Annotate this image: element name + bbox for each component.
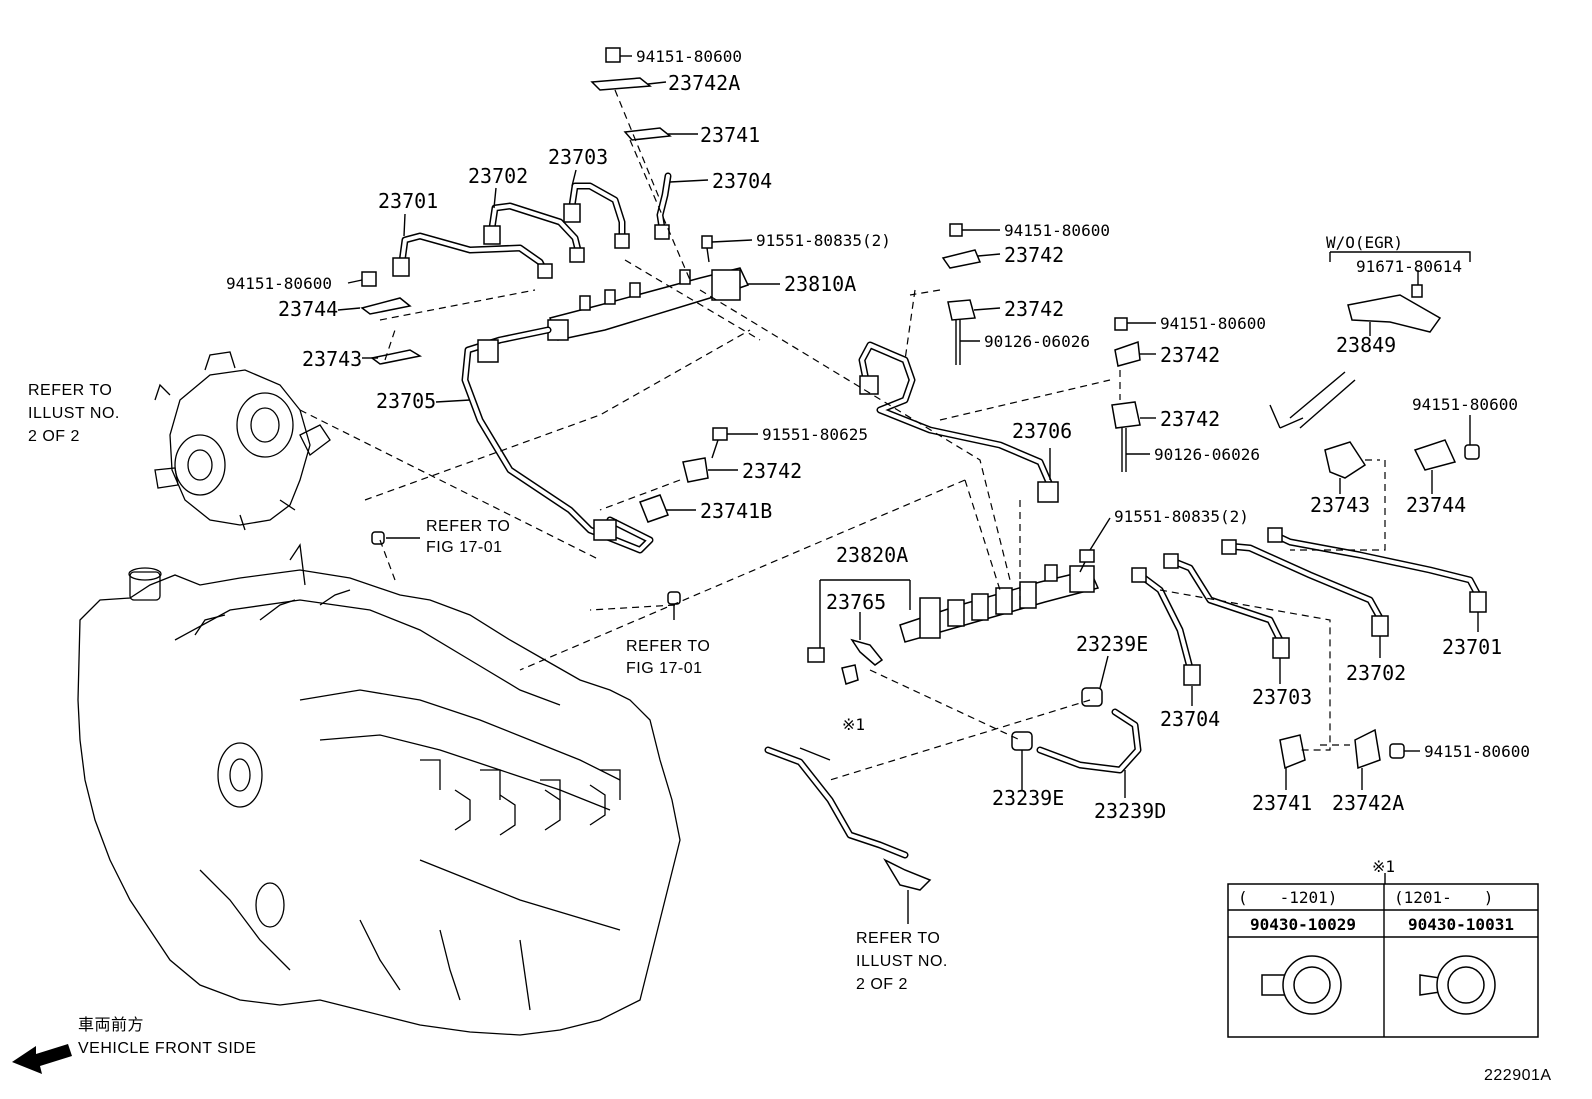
label-91671-80614[interactable]: 91671-80614 bbox=[1356, 257, 1462, 276]
label-23744-left[interactable]: 23744 bbox=[278, 297, 338, 321]
label-23810a[interactable]: 23810A bbox=[784, 272, 856, 296]
note-refer-illust-bottom-line2: ILLUST NO. bbox=[856, 953, 948, 970]
label-23702-right[interactable]: 23702 bbox=[1346, 661, 1406, 685]
part-number-labels: 94151-80600 23742A 23741 23703 23704 237… bbox=[226, 47, 1530, 823]
label-90126-06026-b[interactable]: 90126-06026 bbox=[1154, 445, 1260, 464]
label-23742-c1[interactable]: 23742 bbox=[1004, 243, 1064, 267]
note-refer-fig-a-line1: REFER TO bbox=[426, 518, 510, 535]
label-23701-left[interactable]: 23701 bbox=[378, 189, 438, 213]
label-23742-c3[interactable]: 23742 bbox=[1160, 343, 1220, 367]
label-23849[interactable]: 23849 bbox=[1336, 333, 1396, 357]
label-23742a-right[interactable]: 23742A bbox=[1332, 791, 1404, 815]
label-23742a-top[interactable]: 23742A bbox=[668, 71, 740, 95]
label-94151-80600-bottom-right[interactable]: 94151-80600 bbox=[1424, 742, 1530, 761]
left-injection-pipes bbox=[360, 47, 750, 605]
label-91551-80835-right[interactable]: 91551-80835(2) bbox=[1114, 507, 1249, 526]
solid-leader-lines bbox=[337, 55, 1479, 924]
dashed-leader-lines bbox=[299, 89, 1386, 781]
label-23703-right[interactable]: 23703 bbox=[1252, 685, 1312, 709]
note-refer-illust-left-line3: 2 OF 2 bbox=[28, 428, 80, 445]
note-vehicle-front-en: VEHICLE FRONT SIDE bbox=[78, 1040, 257, 1057]
label-23239d[interactable]: 23239D bbox=[1094, 799, 1166, 823]
note-refer-fig-a-line2: FIG 17-01 bbox=[426, 539, 503, 556]
label-23239e-bottom[interactable]: 23239E bbox=[992, 786, 1064, 810]
label-23706[interactable]: 23706 bbox=[1012, 419, 1072, 443]
figure-id: 222901A bbox=[1484, 1067, 1552, 1084]
label-90126-06026-a[interactable]: 90126-06026 bbox=[984, 332, 1090, 351]
vehicle-front-arrow-icon bbox=[12, 1044, 72, 1074]
note-refer-fig-b-line2: FIG 17-01 bbox=[626, 660, 703, 677]
label-23705[interactable]: 23705 bbox=[376, 389, 436, 413]
label-23820a[interactable]: 23820A bbox=[836, 543, 908, 567]
label-23743-right[interactable]: 23743 bbox=[1310, 493, 1370, 517]
note-refer-illust-left-line1: REFER TO bbox=[28, 382, 112, 399]
label-94151-80600-top[interactable]: 94151-80600 bbox=[636, 47, 742, 66]
label-91551-80625[interactable]: 91551-80625 bbox=[762, 425, 868, 444]
note-refer-illust-bottom-line1: REFER TO bbox=[856, 930, 940, 947]
label-23742-mid[interactable]: 23742 bbox=[742, 459, 802, 483]
label-23742-c2[interactable]: 23742 bbox=[1004, 297, 1064, 321]
label-94151-80600-left[interactable]: 94151-80600 bbox=[226, 274, 332, 293]
table-mark: ※1 bbox=[1372, 857, 1395, 876]
label-23744-right[interactable]: 23744 bbox=[1406, 493, 1466, 517]
label-23239e-top[interactable]: 23239E bbox=[1076, 632, 1148, 656]
label-23702-left[interactable]: 23702 bbox=[468, 164, 528, 188]
table-part-1[interactable]: 90430-10031 bbox=[1408, 915, 1514, 934]
label-23741-right[interactable]: 23741 bbox=[1252, 791, 1312, 815]
label-23743-left[interactable]: 23743 bbox=[302, 347, 362, 371]
note-refer-illust-bottom-line3: 2 OF 2 bbox=[856, 976, 908, 993]
variant-table: ※1 ( -1201) (1201- ) 90430-10029 90430-1… bbox=[1227, 857, 1539, 1038]
label-94151-80600-center[interactable]: 94151-80600 bbox=[1004, 221, 1110, 240]
label-23704-left[interactable]: 23704 bbox=[712, 169, 772, 193]
label-23765[interactable]: 23765 bbox=[826, 590, 886, 614]
table-part-0[interactable]: 90430-10029 bbox=[1250, 915, 1356, 934]
label-note-mark-1: ※1 bbox=[842, 715, 865, 734]
engine-block-illustration bbox=[77, 543, 681, 1036]
vehicle-bottom-pipe bbox=[764, 746, 932, 891]
washer-variant-b-icon bbox=[1419, 955, 1496, 1015]
label-23703-left[interactable]: 23703 bbox=[548, 145, 608, 169]
right-bank-rail bbox=[807, 223, 1142, 774]
label-23741b[interactable]: 23741B bbox=[700, 499, 772, 523]
reference-notes: REFER TO ILLUST NO. 2 OF 2 REFER TO FIG … bbox=[12, 382, 1552, 1084]
label-94151-80600-center2[interactable]: 94151-80600 bbox=[1160, 314, 1266, 333]
table-header-1: (1201- ) bbox=[1394, 888, 1493, 907]
washer-variant-a-icon bbox=[1261, 955, 1342, 1015]
note-refer-fig-b-line1: REFER TO bbox=[626, 638, 710, 655]
table-header-0: ( -1201) bbox=[1238, 888, 1337, 907]
label-23701-right[interactable]: 23701 bbox=[1442, 635, 1502, 659]
label-94151-80600-right[interactable]: 94151-80600 bbox=[1412, 395, 1518, 414]
label-23741-top[interactable]: 23741 bbox=[700, 123, 760, 147]
label-23704-right[interactable]: 23704 bbox=[1160, 707, 1220, 731]
note-refer-illust-left-line2: ILLUST NO. bbox=[28, 405, 120, 422]
note-vehicle-front-jp: 車両前方 bbox=[78, 1016, 144, 1034]
right-injection-pipes bbox=[1131, 284, 1487, 770]
label-91551-80835-left[interactable]: 91551-80835(2) bbox=[756, 231, 891, 250]
label-wo-egr: W/O(EGR) bbox=[1326, 233, 1403, 252]
fuel-pump-illustration bbox=[154, 351, 331, 531]
label-23742-c4[interactable]: 23742 bbox=[1160, 407, 1220, 431]
